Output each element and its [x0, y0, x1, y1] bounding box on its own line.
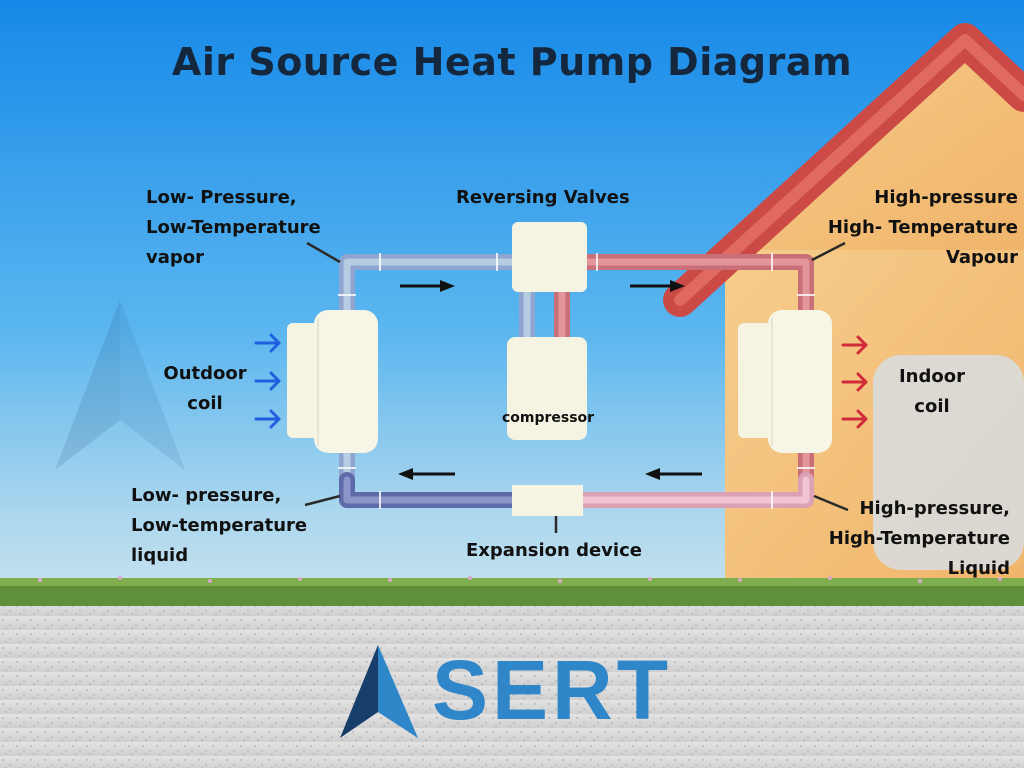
label-line: Indoor: [898, 366, 965, 387]
compressor: [507, 337, 587, 440]
expansion-device: [512, 485, 583, 516]
grass-strip: [0, 576, 1024, 606]
flow-arrow-bottom-left: [398, 468, 455, 480]
label-high-pressure-vapour: High-pressure High- Temperature Vapour: [828, 183, 1018, 273]
label-low-pressure-vapor: Low- Pressure, Low-Temperature vapor: [146, 183, 321, 273]
label-line: coil: [187, 393, 223, 414]
label-line: Low-temperature: [131, 515, 308, 536]
label-high-pressure-liquid: High-pressure, High-Temperature Liquid: [829, 494, 1010, 584]
label-line: Low- Pressure,: [146, 187, 297, 208]
label-line: High-pressure,: [859, 498, 1010, 519]
sert-logo-text: SERT: [432, 643, 673, 737]
indoor-radiator: [873, 355, 1024, 570]
label-low-pressure-liquid: Low- pressure, Low-temperature liquid: [131, 481, 307, 571]
label-outdoor-coil: Outdoor coil: [140, 359, 270, 419]
label-line: High- Temperature: [827, 217, 1018, 238]
label-expansion-device: Expansion device: [466, 540, 642, 561]
label-line: High-Temperature: [828, 528, 1010, 549]
label-line: High-pressure: [874, 187, 1018, 208]
diagram-title: Air Source Heat Pump Diagram: [171, 40, 853, 84]
outdoor-air-arrows: [254, 333, 281, 429]
label-line: Low-Temperature: [146, 217, 321, 238]
flow-arrow-bottom-right: [645, 468, 702, 480]
indoor-coil: [738, 310, 832, 453]
label-line: Outdoor: [163, 363, 247, 384]
label-line: coil: [914, 396, 950, 417]
outdoor-coil: [287, 310, 378, 453]
pipe-joints: [338, 253, 815, 509]
watermark-logo: [55, 300, 185, 470]
label-reversing-valves: Reversing Valves: [456, 187, 630, 208]
flow-arrow-top-left: [400, 280, 455, 292]
reversing-valve: [512, 222, 587, 292]
flow-arrows: [398, 280, 702, 480]
leader-lines: [304, 241, 849, 533]
label-indoor-coil: Indoor coil: [870, 362, 994, 422]
label-line: vapor: [146, 247, 205, 268]
label-line: Low- pressure,: [131, 485, 282, 506]
label-line: Liquid: [947, 558, 1010, 579]
label-compressor: compressor: [501, 410, 595, 426]
label-line: Vapour: [945, 247, 1018, 268]
sert-logo-mark: [340, 645, 418, 738]
indoor-air-arrows: [841, 335, 868, 429]
ground: [0, 600, 1024, 768]
flow-arrow-top-right: [630, 280, 685, 292]
label-line: liquid: [131, 545, 189, 566]
